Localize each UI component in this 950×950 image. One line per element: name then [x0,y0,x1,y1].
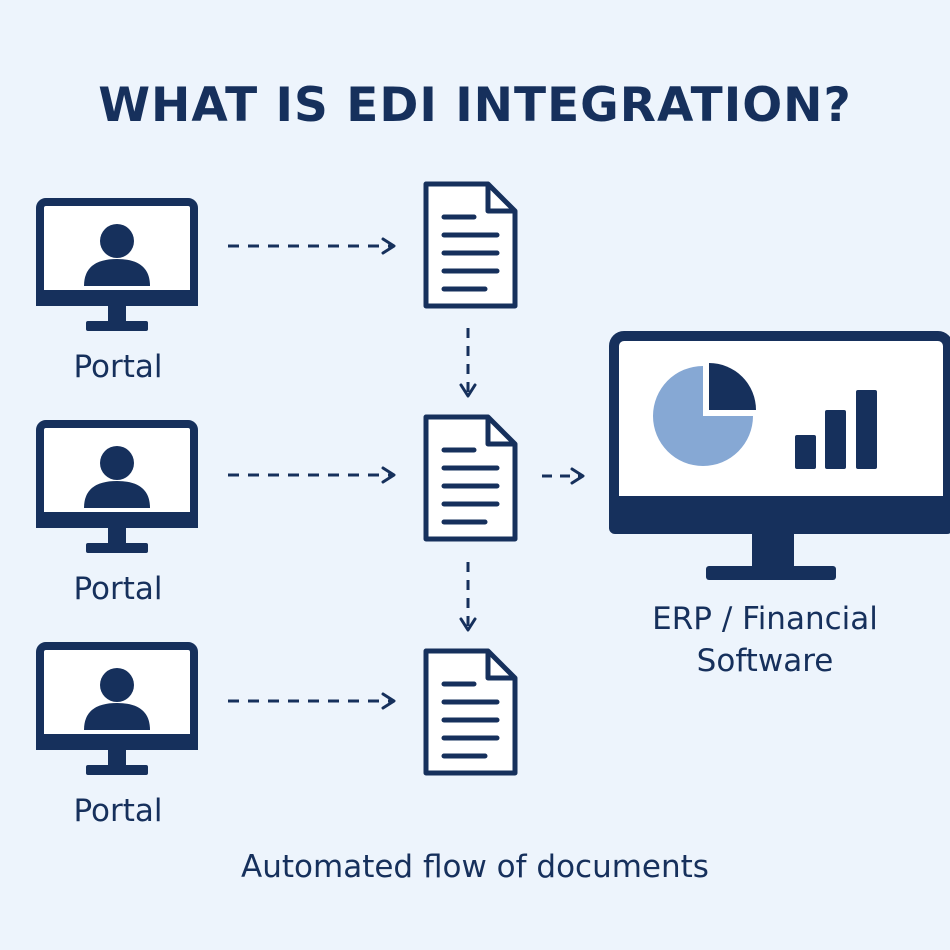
arrow-icon [226,466,396,484]
arrow-icon [226,692,396,710]
arrow-icon [459,560,477,632]
document-icon [426,417,515,539]
pie-chart-icon [653,363,756,466]
bar-chart-icon [795,390,877,469]
arrow-icon [459,326,477,398]
erp-label: ERP / Financial Software [610,598,920,682]
portal-monitor-icon [36,424,198,553]
page-title: WHAT IS EDI INTEGRATION? [98,78,852,133]
portal-monitor-icon [36,202,198,331]
arrow-icon [542,467,585,485]
erp-label-line2: Software [696,643,834,679]
document-icon [426,184,515,306]
erp-monitor-icon [609,331,950,580]
caption: Automated flow of documents [241,849,709,885]
portal-monitor-icon [36,646,198,775]
arrow-icon [226,237,396,255]
erp-label-line1: ERP / Financial [652,601,878,637]
portal-label: Portal [73,571,163,607]
document-icon [426,651,515,773]
portal-label: Portal [73,349,163,385]
portal-label: Portal [73,793,163,829]
